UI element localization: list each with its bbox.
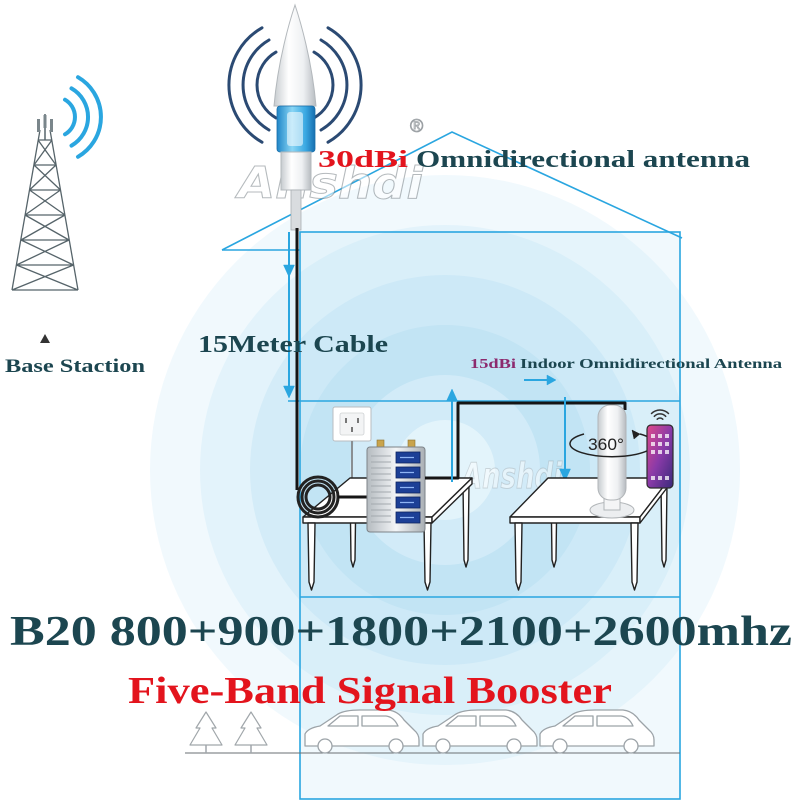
downlink-arrows [283, 232, 295, 399]
outdoor-antenna-label: Omnidirectional antenna [416, 147, 750, 173]
rotation-arrowhead [631, 429, 641, 440]
coil-loop [304, 483, 332, 511]
signal-booster-icon [366, 439, 426, 533]
antenna-lower-body [280, 151, 312, 191]
wifi-arc [650, 409, 670, 415]
table-leg [514, 522, 523, 591]
signal-arc [63, 97, 77, 137]
product-title: Five-Band Signal Booster [128, 670, 612, 712]
car-wheel [506, 738, 522, 754]
rotation-label: 360° [588, 435, 624, 454]
tree-crown [234, 711, 268, 746]
tree-icon [234, 711, 268, 753]
booster-lcd-readouts [400, 456, 414, 519]
coil-loop [300, 479, 336, 515]
car-window [445, 715, 517, 727]
smartphone-icon [646, 424, 674, 489]
table-top-side [431, 477, 473, 524]
arrow-right-icon [546, 374, 557, 386]
arrow-down-icon [283, 385, 295, 399]
car-icon [304, 709, 420, 754]
tower-panel-antenna [50, 119, 53, 132]
car-icon [539, 709, 655, 754]
cable-length-label: 15Meter Cable [198, 332, 388, 358]
wifi-arc [656, 417, 664, 420]
car-wheel [435, 738, 451, 754]
signal-arc-right [326, 26, 363, 144]
output-cable [425, 401, 627, 480]
car-wheel [388, 738, 404, 754]
antenna-radome [273, 3, 317, 107]
arrow-down-icon [283, 264, 295, 278]
base-station-label: Base Staction [5, 356, 146, 377]
signal-arc-right [319, 38, 349, 132]
tower-panel-antenna [43, 115, 47, 128]
signal-arc-right [312, 50, 335, 120]
tower-panel-antenna [37, 119, 40, 132]
signal-arc [69, 86, 90, 148]
signal-arc [76, 75, 103, 159]
frequency-bands-label: B20 800+900+1800+2100+2600mhz [10, 609, 792, 655]
socket-hole [357, 418, 359, 423]
socket-hole [351, 427, 353, 432]
outdoor-antenna-signal-icon [227, 26, 363, 144]
table-leg [462, 483, 470, 568]
tree-crown [189, 711, 223, 746]
car-wheel [623, 738, 639, 754]
indoor-antenna-body [597, 404, 627, 501]
car-window [327, 715, 399, 727]
signal-arc-left [227, 26, 264, 144]
arrow-down-icon [559, 468, 571, 482]
indoor-antenna-label: Indoor Omnidirectional Antenna [520, 357, 782, 372]
tree-icon [189, 711, 223, 753]
wifi-signal-icon [650, 409, 670, 420]
phone-app-icons [651, 434, 669, 480]
base-station-signal-icon [63, 75, 103, 159]
base-station-pointer-icon [40, 334, 50, 343]
car-icon [422, 709, 538, 754]
indoor-antenna-icon [589, 404, 635, 519]
booster-heat-fins [371, 455, 391, 523]
table-leg [307, 522, 316, 591]
cell-tower-icon [11, 114, 79, 291]
socket-hole [345, 418, 347, 423]
antenna-pole [290, 189, 302, 231]
uplink-arrows [446, 374, 571, 482]
omni-antenna-icon [273, 3, 317, 231]
phone-body [646, 424, 674, 489]
table-leg [660, 483, 668, 568]
wall-socket-icon [332, 406, 372, 442]
car-wheel [552, 738, 568, 754]
car-window [562, 715, 634, 727]
indoor-antenna-gain: 15dBi [470, 357, 516, 372]
signal-arc-left [255, 50, 278, 120]
antenna-band-core [287, 112, 303, 146]
tower-lattice [11, 129, 79, 291]
signal-arc-left [241, 38, 271, 132]
car-wheel [317, 738, 333, 754]
table-leg [630, 522, 639, 591]
wifi-arc [653, 413, 667, 418]
table-leg [423, 522, 432, 591]
arrow-up-icon [446, 388, 458, 402]
watermark-brand: Anshdi [235, 158, 424, 209]
outdoor-antenna-gain: 30dBi [318, 147, 408, 173]
watermark-registered-mark: ® [410, 116, 423, 136]
